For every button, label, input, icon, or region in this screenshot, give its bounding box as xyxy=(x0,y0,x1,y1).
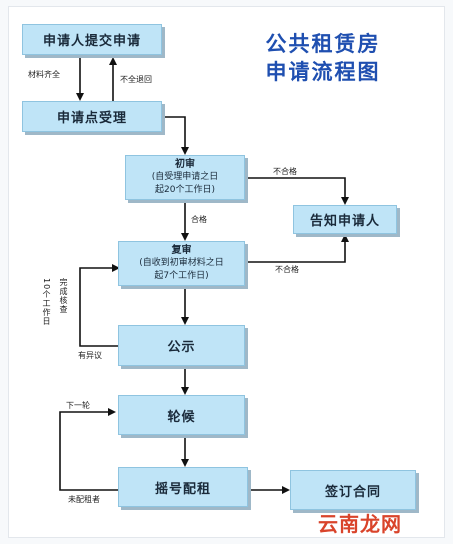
arrow-accept-to-first-review xyxy=(162,116,189,155)
label-pass: 合格 xyxy=(191,215,207,224)
node-publicize: 公示 xyxy=(118,325,245,366)
second-review-title: 复审 xyxy=(171,245,192,256)
arrow-first-review-fail xyxy=(245,177,349,205)
label-incomplete-return: 不全退回 xyxy=(120,75,152,84)
node-lottery-label: 摇号配租 xyxy=(154,481,211,497)
node-accept-label: 申请点受理 xyxy=(56,111,127,126)
node-wait-label: 轮候 xyxy=(167,409,196,425)
watermark-logo: 云南龙网 xyxy=(318,512,402,536)
label-fail-second: 不合格 xyxy=(275,265,299,274)
node-lottery: 摇号配租 xyxy=(118,467,248,507)
label-fail-first: 不合格 xyxy=(273,167,297,176)
arrow-not-allocated-loop xyxy=(59,408,118,491)
diagram-title-line2: 申请流程图 xyxy=(265,60,381,84)
arrow-objection-loop xyxy=(79,264,120,347)
node-publicize-label: 公示 xyxy=(167,340,196,355)
label-objection: 有异议 xyxy=(78,351,102,360)
label-ten-workdays: 10个工作日 xyxy=(42,278,51,327)
first-review-line1: (自受理申请之日 xyxy=(151,172,219,182)
node-apply: 申请人提交申请 xyxy=(22,24,162,55)
node-notify: 告知申请人 xyxy=(293,205,397,234)
label-complete-verification: 完成核查 xyxy=(59,278,68,314)
arrow-second-review-fail xyxy=(245,234,349,263)
node-accept: 申请点受理 xyxy=(22,101,162,132)
node-wait: 轮候 xyxy=(118,395,245,435)
node-first-review: 初审 (自受理申请之日 起20个工作日) xyxy=(125,155,245,200)
label-materials-complete: 材料齐全 xyxy=(28,70,60,79)
first-review-line2: 起20个工作日) xyxy=(155,185,215,195)
node-contract: 签订合同 xyxy=(290,470,416,510)
label-next-round: 下一轮 xyxy=(66,401,90,410)
second-review-line2: 起7个工作日) xyxy=(154,271,209,281)
second-review-line1: (自收到初审材料之日 xyxy=(139,258,224,268)
node-contract-label: 签订合同 xyxy=(324,484,381,500)
node-notify-label: 告知申请人 xyxy=(309,214,380,229)
label-not-allocated: 未配租者 xyxy=(68,495,100,504)
node-apply-label: 申请人提交申请 xyxy=(42,34,141,49)
node-second-review: 复审 (自收到初审材料之日 起7个工作日) xyxy=(118,241,245,286)
first-review-title: 初审 xyxy=(175,159,195,170)
diagram-title-line1: 公共租赁房 xyxy=(265,32,381,56)
